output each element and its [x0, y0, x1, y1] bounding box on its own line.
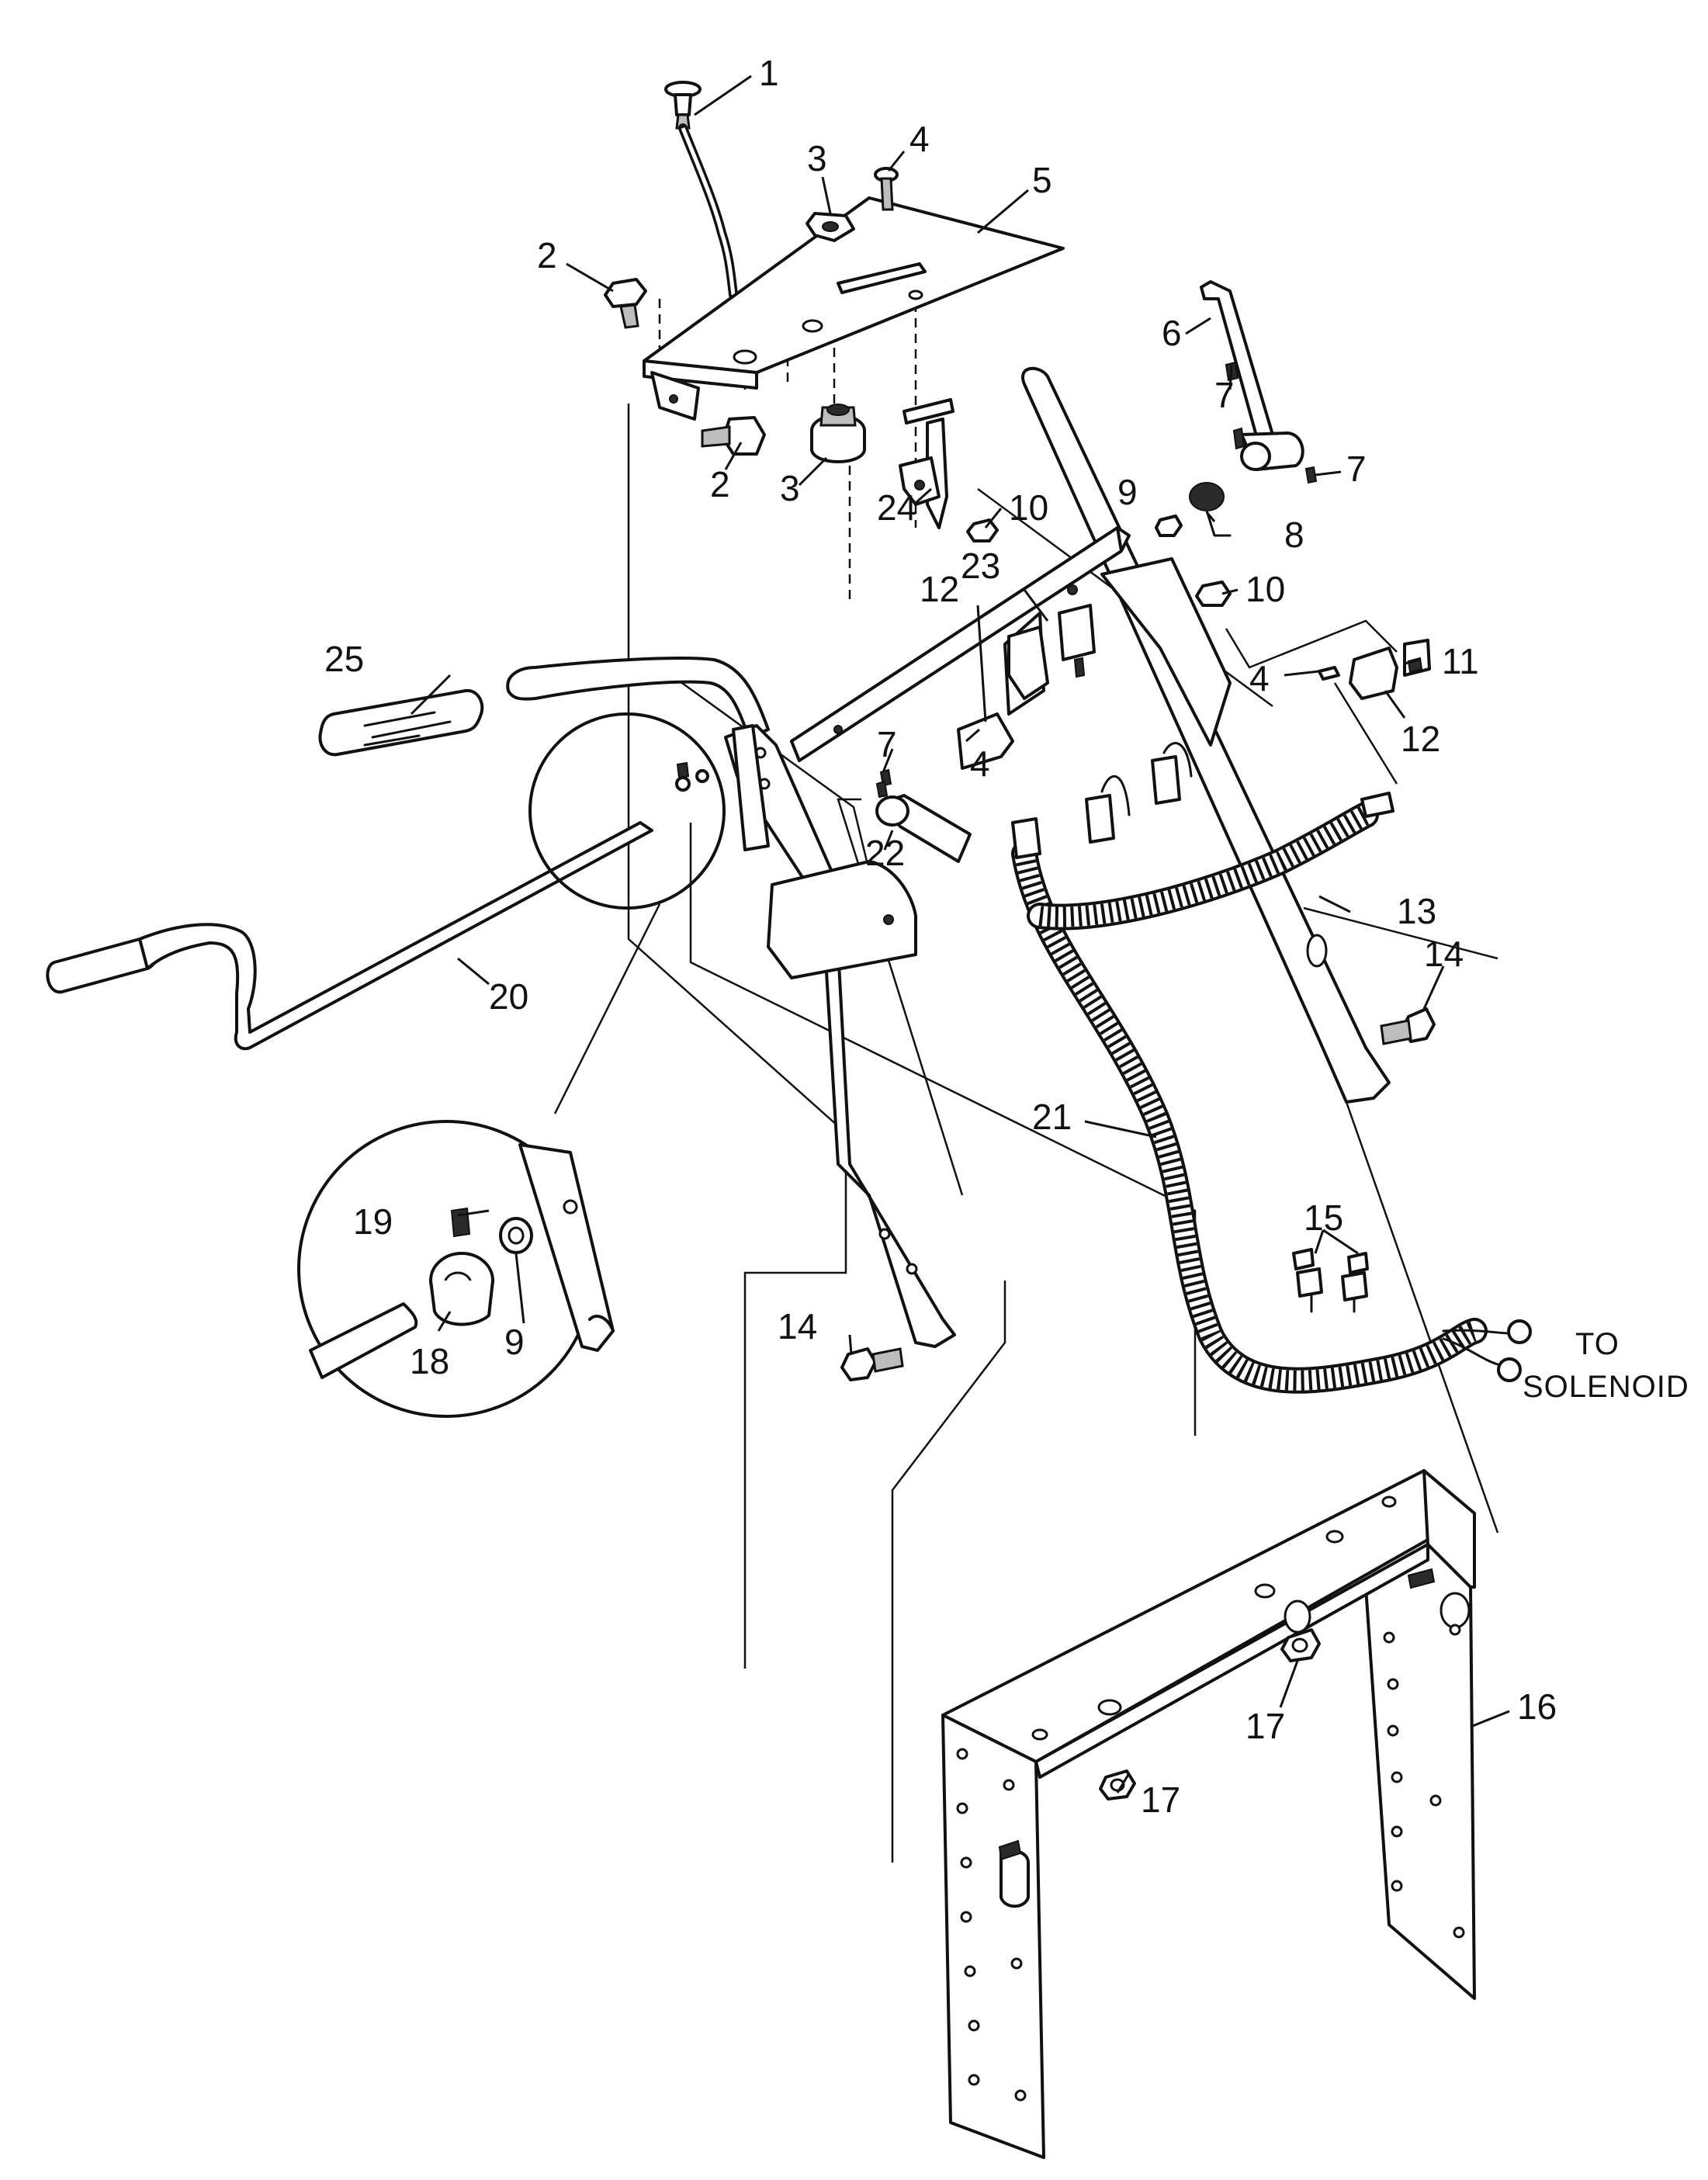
- callout-12-right: 12: [1401, 719, 1440, 759]
- left-upright: [724, 724, 956, 1348]
- shift-arm: [875, 768, 972, 863]
- left-handle: [318, 657, 770, 757]
- callout-14-right: 14: [1424, 934, 1464, 974]
- lever-assembly: [1155, 280, 1318, 537]
- callout-3-lower: 3: [780, 468, 800, 508]
- callout-1: 1: [759, 53, 779, 93]
- wiring-harness: [1011, 742, 1532, 1394]
- callout-4-middle: 4: [970, 743, 990, 784]
- solenoid-note-line2: SOLENOID: [1523, 1370, 1689, 1404]
- callout-16: 16: [1517, 1686, 1557, 1727]
- callout-24: 24: [877, 487, 916, 528]
- callout-10-right: 10: [1245, 569, 1285, 609]
- callout-17-left: 17: [1141, 1780, 1180, 1820]
- callout-8: 8: [1284, 515, 1304, 555]
- callout-7-right: 7: [1346, 449, 1367, 489]
- callout-9-detail: 9: [504, 1322, 525, 1362]
- detail-view: [297, 712, 770, 1418]
- washer-and-knob: [805, 212, 866, 463]
- callout-19: 19: [353, 1201, 393, 1242]
- bolts-14: [840, 1007, 1436, 1381]
- callout-7-middle: 7: [877, 724, 897, 764]
- key-switch: [899, 398, 954, 529]
- callout-17-right: 17: [1245, 1706, 1285, 1746]
- callout-10-upper: 10: [1009, 487, 1048, 528]
- callout-11: 11: [1442, 641, 1479, 681]
- callout-9-upper: 9: [1117, 472, 1138, 512]
- pin-top: [874, 167, 899, 211]
- callout-2-upper: 2: [537, 235, 557, 276]
- callout-4-top: 4: [909, 119, 930, 159]
- callout-6: 6: [1162, 313, 1182, 353]
- callout-20: 20: [489, 976, 528, 1017]
- callout-3-upper: 3: [807, 138, 827, 178]
- callout-22: 22: [865, 833, 905, 873]
- callout-18: 18: [410, 1341, 449, 1381]
- callout-14-left: 14: [778, 1306, 817, 1346]
- callout-21: 21: [1032, 1097, 1072, 1137]
- callout-2-lower: 2: [710, 464, 730, 504]
- callout-15: 15: [1304, 1197, 1343, 1238]
- callout-4-right: 4: [1249, 658, 1270, 698]
- switch-brackets: [957, 604, 1431, 770]
- mounting-plate: [643, 196, 1065, 421]
- callout-23: 23: [961, 546, 1000, 586]
- handle-frame: [790, 366, 1391, 1104]
- base-frame: [941, 1469, 1476, 2159]
- shift-rod: [46, 821, 653, 1051]
- callout-labels: 1 2 2 3 3 4 4 4 5 6 7 7 7 8 9 9 10 10 11…: [324, 53, 1689, 1820]
- callout-5: 5: [1032, 160, 1052, 200]
- callout-7-upper: 7: [1214, 375, 1235, 415]
- leader-lines: [410, 75, 1510, 1794]
- choke-cable: [664, 81, 738, 300]
- callout-12-middle: 12: [920, 569, 959, 609]
- solenoid-note-line1: TO: [1575, 1327, 1620, 1361]
- callout-25: 25: [324, 639, 364, 679]
- callout-13: 13: [1397, 891, 1436, 931]
- bolts: [604, 278, 766, 456]
